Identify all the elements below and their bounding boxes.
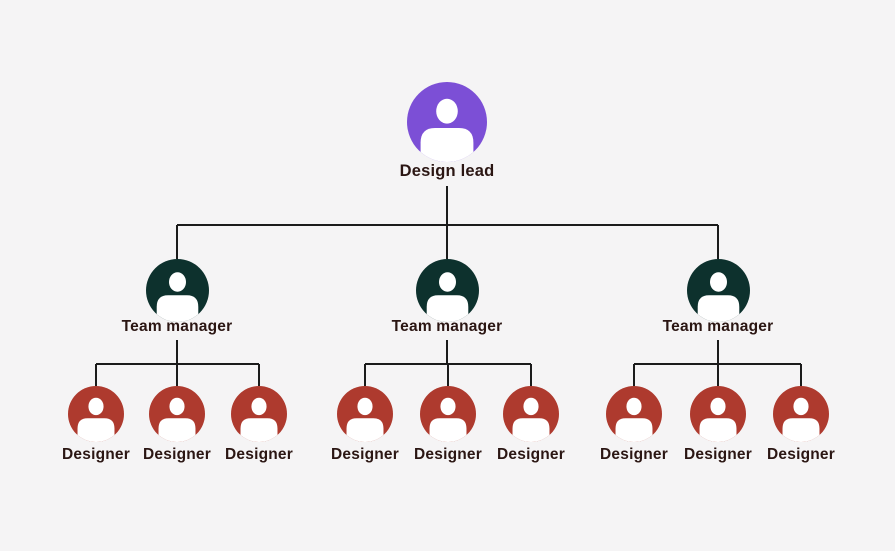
node-label: Designer: [497, 446, 565, 463]
node-label: Designer: [767, 446, 835, 463]
person-avatar-icon: [68, 386, 124, 442]
node-label: Team manager: [662, 318, 774, 335]
person-avatar-icon: [606, 386, 662, 442]
person-avatar-icon: [149, 386, 205, 442]
node-label: Designer: [143, 446, 211, 463]
node-label: Designer: [331, 446, 399, 463]
person-avatar-icon: [337, 386, 393, 442]
node-label: Designer: [225, 446, 293, 463]
person-avatar-icon: [773, 386, 829, 442]
node-label: Designer: [62, 446, 130, 463]
node-label: Design lead: [399, 162, 495, 180]
person-avatar-icon: [690, 386, 746, 442]
person-avatar-icon: [503, 386, 559, 442]
node-label: Team manager: [121, 318, 233, 335]
person-avatar-icon: [415, 258, 479, 322]
node-label: Team manager: [391, 318, 503, 335]
person-avatar-icon: [145, 258, 209, 322]
node-label: Designer: [600, 446, 668, 463]
person-avatar-icon: [231, 386, 287, 442]
node-label: Designer: [414, 446, 482, 463]
node-label: Designer: [684, 446, 752, 463]
person-avatar-icon: [420, 386, 476, 442]
person-avatar-icon: [407, 82, 487, 162]
person-avatar-icon: [686, 258, 750, 322]
